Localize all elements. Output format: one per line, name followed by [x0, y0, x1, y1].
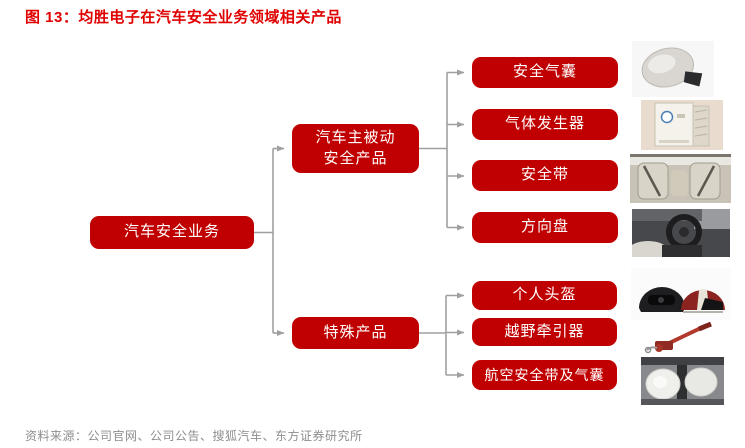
source-note: 资料来源：公司官网、公司公告、搜狐汽车、东方证券研究所: [25, 429, 363, 443]
winch-photo: [641, 321, 720, 356]
node-label: 安全气囊: [512, 63, 577, 81]
node-label: 特殊产品: [323, 323, 388, 341]
node-label: 安全带: [520, 166, 569, 184]
figure-title: 图 13：均胜电子在汽车安全业务领域相关产品: [25, 9, 342, 26]
node-label: 个人头盔: [512, 286, 577, 304]
steering-wheel-photo: [632, 209, 730, 257]
node-label: 气体发生器: [504, 115, 585, 133]
node-special-products: 特殊产品: [292, 317, 419, 349]
node-label: 汽车安全业务: [123, 223, 220, 241]
node-label-line1: 汽车主被动: [315, 129, 396, 147]
node-steering-wheel: 方向盘: [472, 212, 618, 243]
node-label: 越野牵引器: [504, 322, 585, 340]
seatbelt-photo: [630, 154, 731, 203]
node-label: 方向盘: [520, 218, 569, 236]
node-passive-safety-products: 汽车主被动 安全产品: [292, 124, 419, 173]
node-seatbelt: 安全带: [472, 160, 618, 191]
node-offroad-winch: 越野牵引器: [472, 318, 617, 346]
aviation-airbag-photo: [641, 357, 724, 405]
gas-generator-photo: [641, 100, 723, 150]
node-personal-helmet: 个人头盔: [472, 281, 617, 310]
node-gas-generator: 气体发生器: [472, 109, 618, 140]
helmet-photo: [631, 268, 731, 320]
node-label: 航空安全带及气囊: [484, 366, 605, 383]
node-airbag: 安全气囊: [472, 57, 618, 88]
airbag-photo: [632, 41, 714, 97]
node-auto-safety-business: 汽车安全业务: [90, 216, 254, 249]
node-label-line2: 安全产品: [323, 149, 388, 167]
node-aviation-seatbelt-airbag: 航空安全带及气囊: [472, 360, 617, 390]
